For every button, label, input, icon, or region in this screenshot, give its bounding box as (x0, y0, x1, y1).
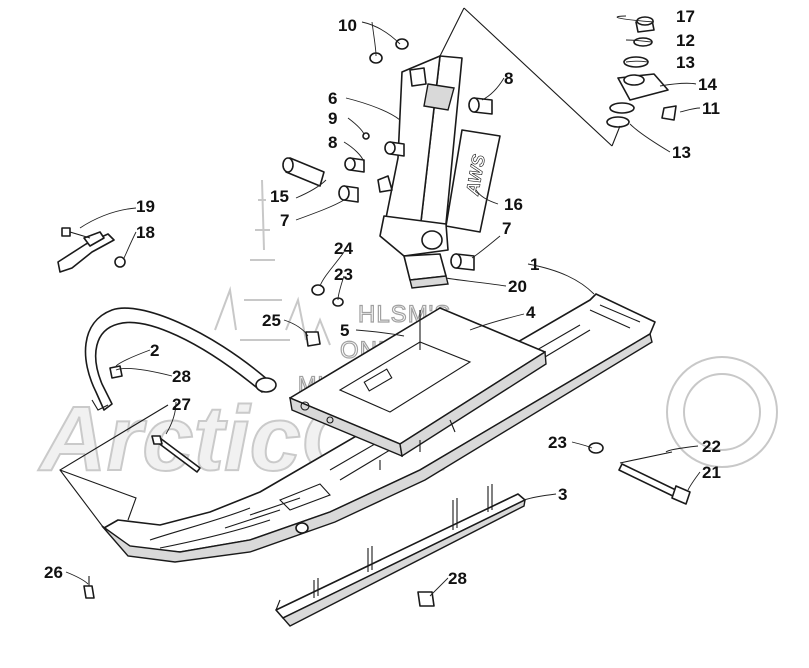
callout-9: 9 (328, 109, 337, 128)
callout-13b: 13 (672, 143, 691, 162)
callout-17: 17 (676, 7, 695, 26)
steering-arm (606, 16, 677, 128)
damper-block (403, 253, 449, 289)
callout-labels: 10 6 9 8 15 7 8 16 7 20 24 23 1 4 5 25 2… (44, 7, 721, 588)
callout-11: 11 (702, 99, 720, 118)
spindle: AWS (377, 55, 501, 257)
callout-21: 21 (702, 463, 721, 482)
callout-12: 12 (676, 31, 695, 50)
callout-18: 18 (136, 223, 155, 242)
callout-20: 20 (508, 277, 527, 296)
callout-22: 22 (702, 437, 721, 456)
callout-1: 1 (530, 255, 539, 274)
watermark-wheel-inner (683, 373, 761, 451)
spindle-splines (423, 83, 455, 111)
bolt-27 (151, 435, 201, 473)
callout-23a: 23 (334, 265, 353, 284)
callout-24: 24 (334, 239, 353, 258)
callout-7a: 7 (280, 211, 289, 230)
watermark-spire (240, 179, 290, 341)
bracket-18 (57, 227, 126, 273)
assembly-lines (59, 7, 621, 528)
callout-27: 27 (172, 395, 191, 414)
callout-23b: 23 (548, 433, 567, 452)
nut-28-boss (295, 522, 309, 534)
callout-5: 5 (340, 321, 349, 340)
ring-13b (609, 102, 635, 114)
callout-28a: 28 (172, 367, 191, 386)
callout-14: 14 (698, 75, 717, 94)
bushings (282, 38, 493, 271)
bolt-11 (661, 105, 677, 121)
callout-6: 6 (328, 89, 337, 108)
washer-23b (588, 442, 604, 454)
grease-fitting-9 (362, 132, 370, 140)
callout-4: 4 (526, 303, 536, 322)
nut-28a (109, 365, 123, 379)
nut-24 (311, 284, 325, 296)
callout-13a: 13 (676, 53, 695, 72)
ski-loop (84, 307, 277, 411)
callout-2: 2 (150, 341, 159, 360)
callout-15: 15 (270, 187, 289, 206)
callout-7b: 7 (502, 219, 511, 238)
watermark-wheel (666, 356, 778, 468)
callout-19: 19 (136, 197, 155, 216)
callout-26: 26 (44, 563, 63, 582)
nut-25 (305, 331, 321, 347)
leader-lines (65, 15, 701, 597)
bolt-21 (618, 451, 691, 505)
callout-28b: 28 (448, 569, 467, 588)
callout-8a: 8 (504, 69, 513, 88)
bolt-26 (83, 585, 95, 599)
callout-3: 3 (558, 485, 567, 504)
callout-25: 25 (262, 311, 281, 330)
callout-10: 10 (338, 16, 357, 35)
callout-16: 16 (504, 195, 523, 214)
hardware (83, 284, 604, 607)
ski-saddle (289, 307, 547, 470)
callout-8b: 8 (328, 133, 337, 152)
washer-10a (395, 38, 409, 50)
aws-decal (445, 129, 501, 233)
